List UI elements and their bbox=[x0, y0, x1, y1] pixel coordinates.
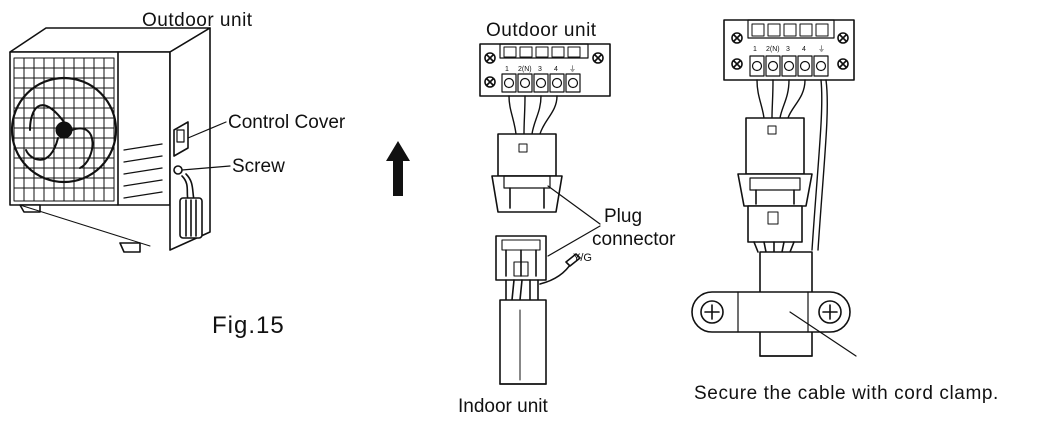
middle-terminal-1: 1 bbox=[505, 66, 509, 73]
right-terminal-3: 3 bbox=[786, 46, 790, 53]
indoor-unit-label: Indoor unit bbox=[458, 396, 548, 417]
outdoor-unit-terminal-label: Outdoor unit bbox=[486, 20, 597, 41]
right-terminal-4: 4 bbox=[802, 46, 806, 53]
middle-terminal-4: 4 bbox=[554, 66, 558, 73]
plug-connector-upper bbox=[491, 133, 563, 213]
middle-terminal-3: 3 bbox=[538, 66, 542, 73]
fan-grille bbox=[10, 57, 118, 202]
screw-label: Screw bbox=[232, 156, 285, 177]
mated-plug-connector bbox=[737, 117, 813, 243]
right-wires bbox=[756, 79, 828, 251]
phillips-screw-icon bbox=[700, 300, 724, 324]
outdoor-unit-illustration bbox=[9, 27, 231, 253]
control-cover-label: Control Cover bbox=[228, 112, 346, 133]
cord-clamp bbox=[691, 291, 851, 333]
right-terminal-block: 1 2(N) 3 4 ⏚ bbox=[723, 19, 855, 81]
up-arrow-icon bbox=[386, 141, 410, 196]
middle-terminal-block: 1 2(N) 3 4 ⏚ bbox=[479, 43, 611, 97]
right-terminal-1: 1 bbox=[753, 46, 757, 53]
middle-wires bbox=[508, 95, 558, 135]
control-cover-illustration bbox=[173, 121, 189, 157]
yg-ground-terminal bbox=[565, 253, 581, 267]
plug-connector-lower bbox=[495, 235, 547, 281]
phillips-screw-icon-right bbox=[818, 300, 842, 324]
side-screw-illustration bbox=[173, 165, 183, 175]
secure-cable-caption: Secure the cable with cord clamp. bbox=[694, 383, 999, 404]
middle-terminal-2n: 2(N) bbox=[518, 66, 532, 73]
right-terminal-2n: 2(N) bbox=[766, 46, 780, 53]
indoor-cable bbox=[499, 261, 573, 385]
outdoor-unit-label: Outdoor unit bbox=[142, 10, 253, 31]
side-cable-bundle bbox=[179, 173, 203, 239]
ground-symbol-icon: ⏚ bbox=[569, 65, 576, 73]
figure-number: Fig.15 bbox=[212, 312, 285, 339]
yg-label: Y/G bbox=[573, 252, 592, 264]
plug-label: Plug bbox=[604, 206, 643, 227]
connector-label: connector bbox=[592, 229, 676, 250]
ground-symbol-icon-right: ⏚ bbox=[818, 45, 825, 53]
